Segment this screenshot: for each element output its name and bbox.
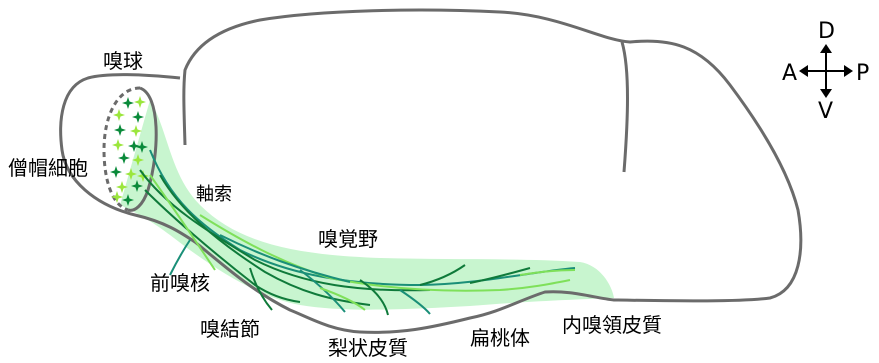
mitral-cell-icon bbox=[130, 125, 142, 137]
axon-fiber bbox=[359, 279, 389, 316]
mitral-cell-icon bbox=[137, 170, 149, 182]
mitral-cell-icon bbox=[131, 180, 143, 192]
axon-fiber bbox=[149, 174, 216, 271]
olfactory-bulb-dashed-boundary bbox=[102, 86, 141, 212]
compass-anterior: A bbox=[782, 61, 797, 86]
mitral-cell-icon bbox=[113, 109, 125, 121]
mitral-cell-icon bbox=[118, 152, 130, 164]
label-olfactory-cortex: 嗅覚野 bbox=[318, 227, 378, 251]
mitral-cell-icon bbox=[116, 181, 128, 193]
axon-fiber bbox=[319, 287, 366, 311]
compass-ventral: V bbox=[818, 99, 833, 124]
mitral-cell-icon bbox=[114, 124, 126, 136]
axon-fiber bbox=[199, 214, 571, 292]
axon-fiber bbox=[169, 239, 191, 276]
label-amygdala: 扁桃体 bbox=[470, 326, 530, 350]
label-mitral-cells: 僧帽細胞 bbox=[8, 156, 88, 180]
mitral-cell-icon bbox=[136, 141, 148, 153]
mitral-cell-icon bbox=[134, 96, 146, 108]
label-entorhinal-cortex: 内嗅領皮質 bbox=[562, 313, 662, 337]
compass-arrows-icon bbox=[799, 44, 853, 98]
axon-fiber bbox=[249, 267, 273, 311]
mitral-cell-icon bbox=[111, 191, 123, 203]
mitral-cell-icon bbox=[110, 166, 122, 178]
axon-fiber bbox=[469, 267, 531, 284]
mitral-cells bbox=[110, 96, 149, 206]
mitral-cell-icon bbox=[122, 194, 134, 206]
orientation-compass: D V A P bbox=[782, 19, 869, 124]
axon-fiber bbox=[144, 189, 301, 303]
label-axons: 軸索 bbox=[196, 184, 232, 205]
mitral-cell-icon bbox=[128, 140, 140, 152]
compass-dorsal: D bbox=[818, 19, 835, 44]
label-olfactory-tubercle: 嗅結節 bbox=[200, 317, 260, 341]
axon-fiber bbox=[399, 289, 431, 315]
mitral-cell-icon bbox=[132, 154, 144, 166]
label-anterior-olfactory-nucleus: 前嗅核 bbox=[150, 271, 210, 295]
mitral-cell-icon bbox=[132, 111, 144, 123]
mitral-cell-icon bbox=[125, 168, 137, 180]
label-olfactory-bulb: 嗅球 bbox=[103, 49, 143, 73]
axon-fibers bbox=[139, 149, 576, 316]
axon-fiber bbox=[219, 234, 351, 283]
axon-fiber bbox=[299, 269, 346, 313]
brain-outline bbox=[59, 8, 803, 334]
label-piriform-cortex: 梨状皮質 bbox=[328, 336, 408, 360]
mitral-cell-icon bbox=[122, 97, 134, 109]
olfactory-bulb-boundary bbox=[127, 86, 158, 212]
cortex-divider bbox=[620, 41, 629, 173]
mitral-cell-icon bbox=[112, 139, 124, 151]
axon-fiber bbox=[519, 269, 576, 276]
compass-posterior: P bbox=[856, 61, 869, 86]
axon-fiber bbox=[419, 264, 466, 286]
